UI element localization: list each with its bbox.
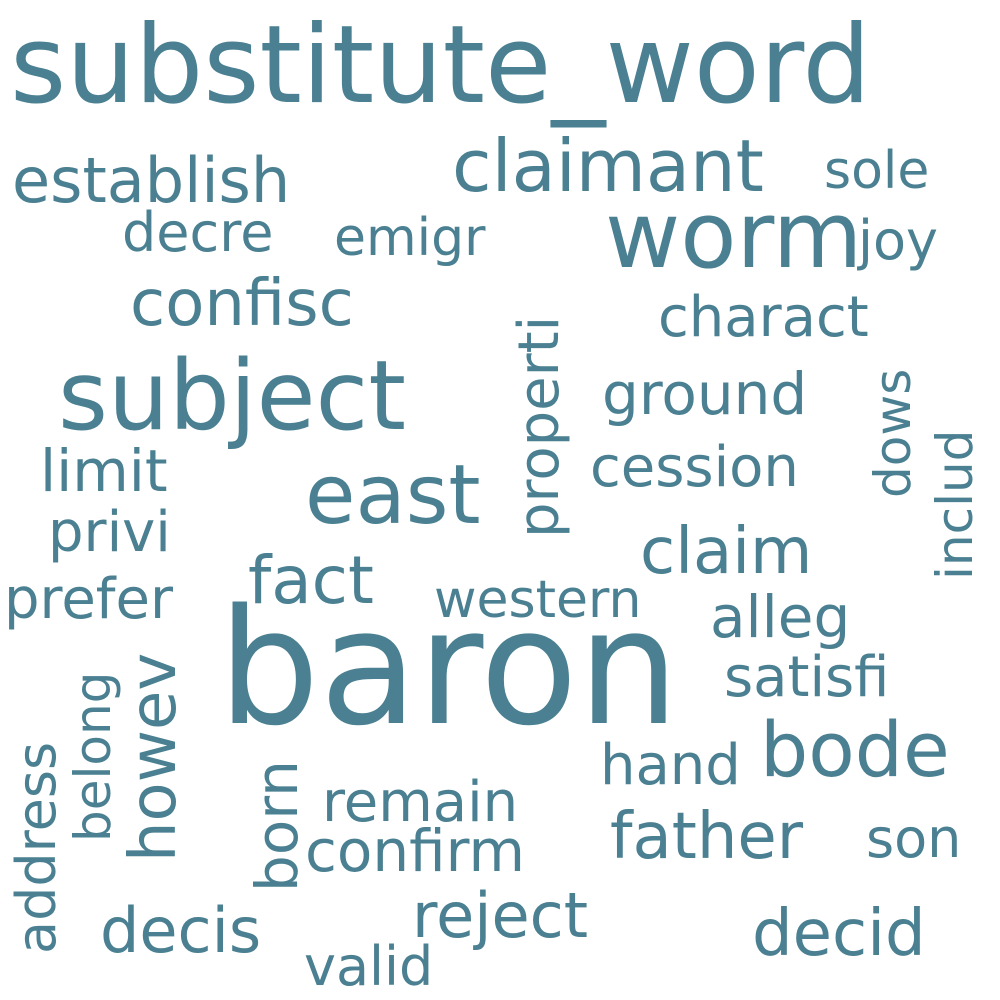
word-decid: decid bbox=[752, 897, 926, 971]
word-decis: decis bbox=[100, 894, 262, 967]
word-emigr: emigr bbox=[334, 208, 486, 268]
word-reject: reject bbox=[412, 879, 589, 952]
word-son: son bbox=[866, 807, 962, 870]
word-confisc: confisc bbox=[130, 267, 354, 341]
word-properti: properti bbox=[507, 315, 572, 538]
word-limit: limit bbox=[40, 437, 168, 505]
word-father: father bbox=[610, 800, 804, 874]
word-ground: ground bbox=[602, 360, 808, 428]
word-sole: sole bbox=[824, 141, 930, 201]
word-substitute-word: substitute_word bbox=[10, 3, 871, 128]
word-establish: establish bbox=[12, 144, 291, 217]
word-western: western bbox=[434, 570, 642, 630]
word-cession: cession bbox=[590, 435, 799, 500]
word-born: born bbox=[243, 760, 311, 892]
word-includ: includ bbox=[926, 429, 984, 580]
word-charact: charact bbox=[658, 285, 869, 350]
word-dows: dows bbox=[864, 368, 922, 498]
word-subject: subject bbox=[58, 340, 406, 452]
word-baron: baron bbox=[218, 574, 680, 761]
word-claimant: claimant bbox=[452, 124, 764, 208]
word-alleg: alleg bbox=[710, 583, 851, 651]
word-east: east bbox=[305, 448, 481, 543]
word-bode: bode bbox=[760, 705, 950, 794]
word-hand: hand bbox=[600, 733, 741, 798]
word-prefer: prefer bbox=[4, 567, 173, 632]
word-privi: privi bbox=[48, 500, 171, 565]
word-claim: claim bbox=[640, 515, 813, 589]
word-howev: howev bbox=[117, 652, 191, 862]
word-confirm: confirm bbox=[305, 817, 525, 885]
word-joy: joy bbox=[858, 209, 938, 272]
word-decre: decre bbox=[122, 201, 274, 264]
word-remain: remain bbox=[322, 770, 519, 835]
word-valid: valid bbox=[304, 935, 434, 998]
word-satisfi: satisfi bbox=[724, 645, 890, 710]
word-address: address bbox=[5, 741, 68, 954]
word-fact: fact bbox=[248, 542, 374, 619]
word-belong: belong bbox=[64, 671, 122, 842]
word-worm: worm bbox=[605, 182, 863, 289]
